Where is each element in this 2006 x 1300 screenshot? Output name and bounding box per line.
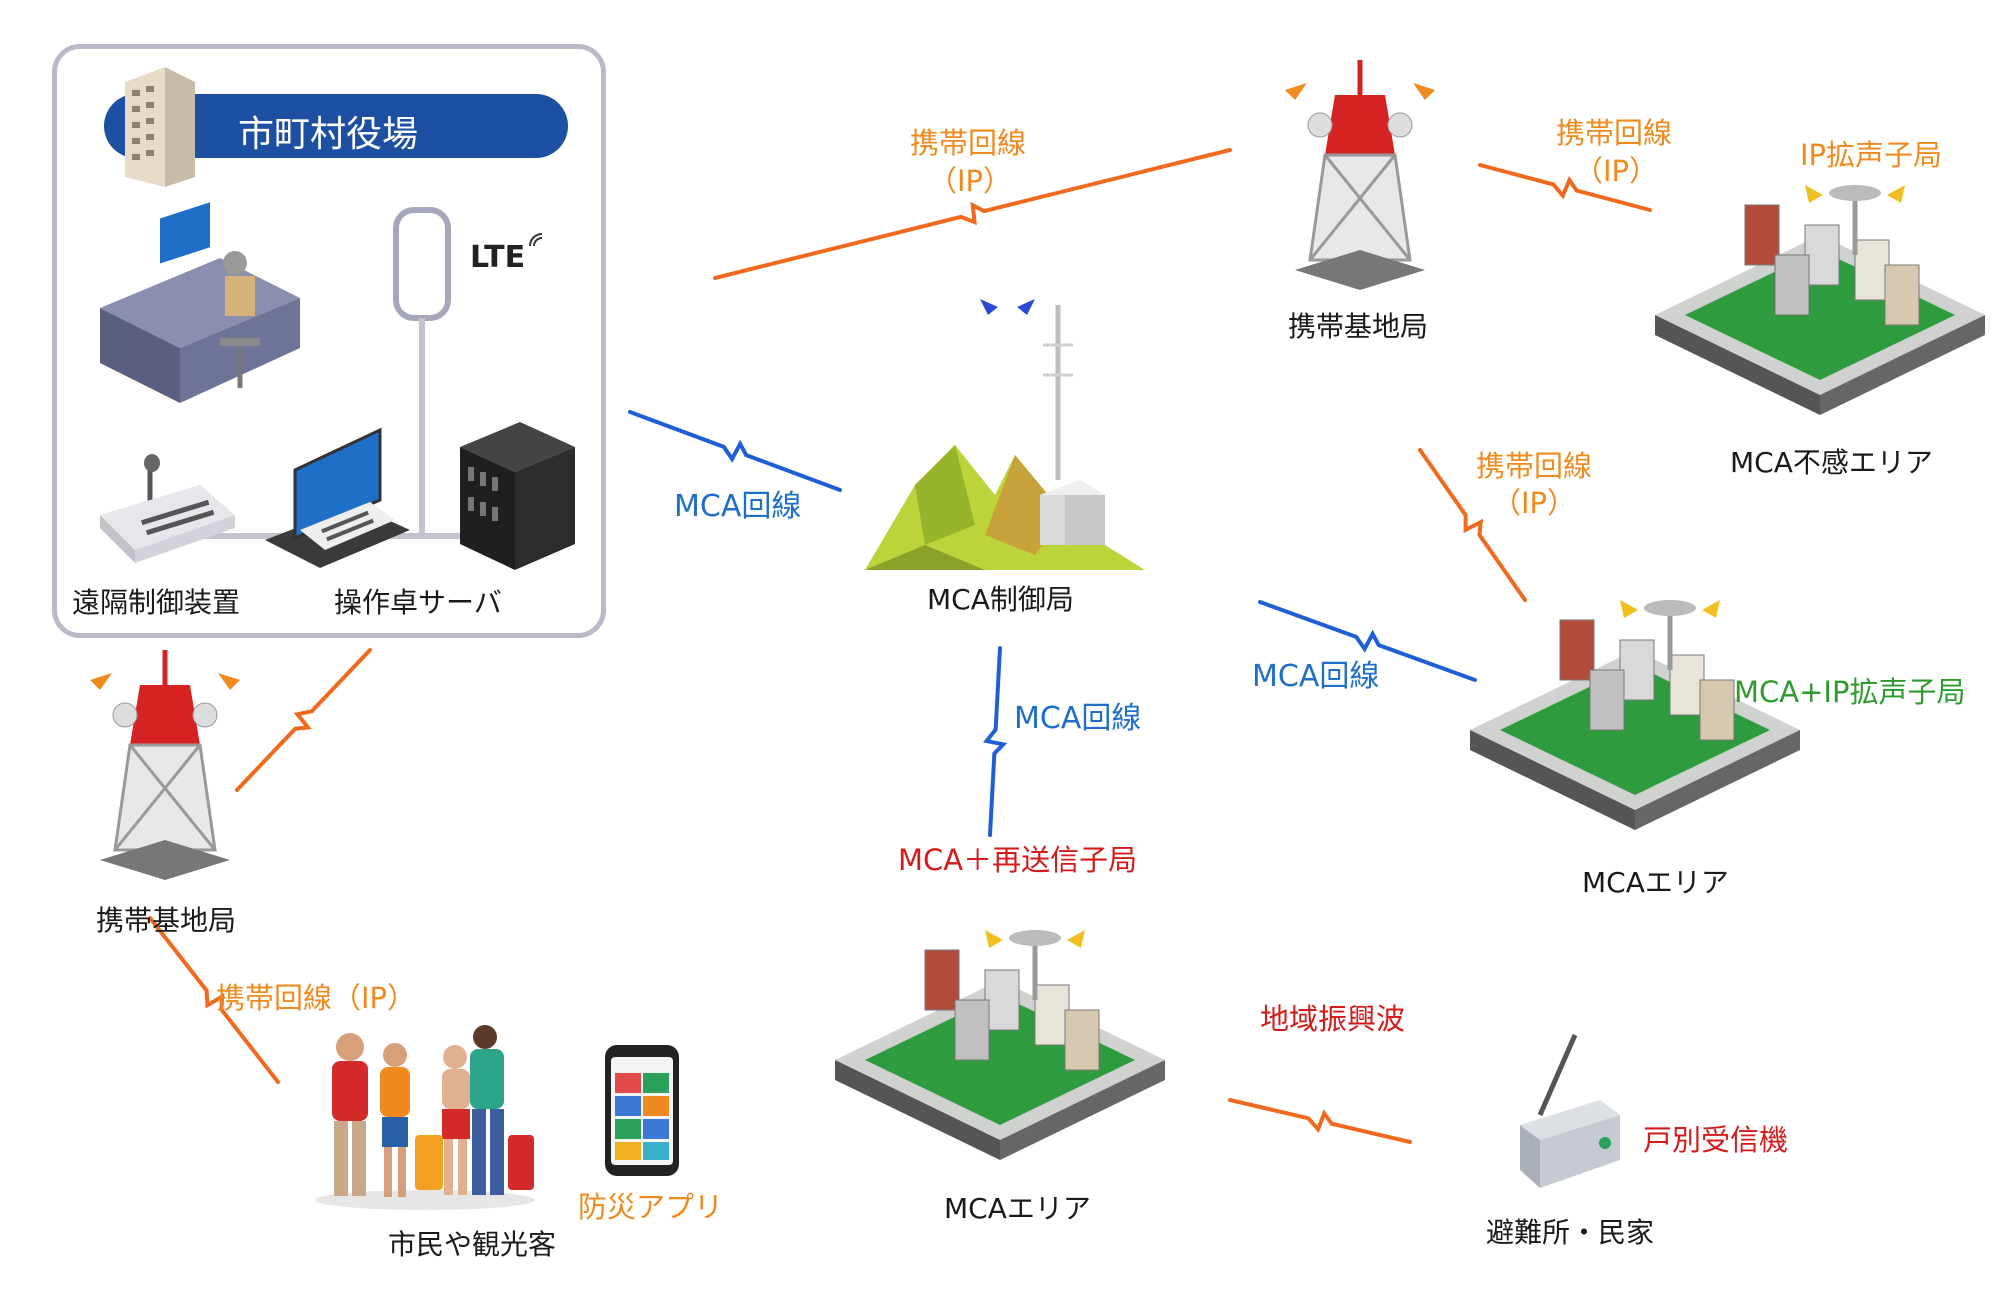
mobile-link-1-label-line2: （IP） xyxy=(928,164,1013,198)
smartphone-icon xyxy=(605,1045,679,1176)
mca-dead-zone-label: MCA不感エリア xyxy=(1730,446,1933,479)
mountain-antenna-icon xyxy=(865,299,1145,570)
mobile-link-line-2 xyxy=(1418,448,1527,602)
mca-link-3-label: MCA回線 xyxy=(1252,659,1380,694)
mobile-link-3-label-line2: （IP） xyxy=(1492,486,1577,520)
mobile-link-line-1 xyxy=(1478,163,1652,212)
mca-link-line-6 xyxy=(628,410,842,492)
mobile-base-station-top-label: 携帯基地局 xyxy=(1288,310,1429,343)
mobile-base-station-left-label: 携帯基地局 xyxy=(96,904,237,937)
mobile-link-line-4 xyxy=(148,916,280,1084)
lte-label: LTE xyxy=(470,240,526,275)
mca-ip-speaker-label: MCA+IP拡声子局 xyxy=(1734,675,1966,709)
mca-area-center-label: MCAエリア xyxy=(944,1192,1091,1225)
wifi-signal-icon xyxy=(529,233,543,247)
mca-retransmit-label: MCA＋再送信子局 xyxy=(898,843,1138,877)
remote-control-device-label: 遠隔制御装置 xyxy=(72,586,241,619)
city-hall-title: 市町村役場 xyxy=(238,114,419,155)
city-block-icon-center xyxy=(835,930,1165,1160)
mca-link-line-8 xyxy=(983,646,1008,837)
operator-desk-icon xyxy=(100,202,300,403)
mobile-link-4-label: 携帯回線（IP） xyxy=(216,981,417,1015)
mobile-link-1-label-line1: 携帯回線 xyxy=(910,126,1027,160)
mca-link-2-label: MCA回線 xyxy=(1014,701,1142,736)
mobile-link-2-label-line2: （IP） xyxy=(1574,154,1659,188)
mca-link-1-label: MCA回線 xyxy=(674,489,802,524)
mobile-link-3-label-line1: 携帯回線 xyxy=(1476,449,1593,483)
cell-tower-icon-top xyxy=(1285,60,1435,290)
radio-receiver-icon xyxy=(1520,1033,1620,1188)
cell-tower-icon-left xyxy=(90,650,240,880)
mca-control-station-label: MCA制御局 xyxy=(927,583,1074,616)
home-receiver-label: 戸別受信機 xyxy=(1643,1123,1789,1157)
ip-speaker-label: IP拡声子局 xyxy=(1800,138,1943,172)
city-block-icon-right xyxy=(1470,600,1800,830)
people-group-icon xyxy=(315,1025,535,1210)
mobile-link-line-0 xyxy=(713,148,1232,280)
console-monitor-icon xyxy=(265,427,410,568)
server-rack-icon xyxy=(460,422,575,570)
antenna-icon xyxy=(393,207,451,536)
mobile-link-2-label-line1: 携帯回線 xyxy=(1556,116,1673,150)
console-server-label: 操作卓サーバ xyxy=(334,586,502,619)
shelter-homes-label: 避難所・民家 xyxy=(1486,1216,1655,1249)
mca-area-right-label: MCAエリア xyxy=(1582,866,1729,899)
city-block-icon-deadzone xyxy=(1655,185,1985,415)
community-wave-label: 地域振興波 xyxy=(1260,1002,1406,1036)
building-icon xyxy=(125,67,195,187)
citizens-tourists-label: 市民や観光客 xyxy=(388,1228,557,1261)
mobile-link-line-5 xyxy=(1228,1098,1412,1144)
disaster-app-label: 防災アプリ xyxy=(578,1190,724,1224)
mca-link-line-7 xyxy=(1258,600,1477,682)
mobile-link-line-3 xyxy=(235,648,372,792)
remote-control-device-icon xyxy=(100,454,235,563)
